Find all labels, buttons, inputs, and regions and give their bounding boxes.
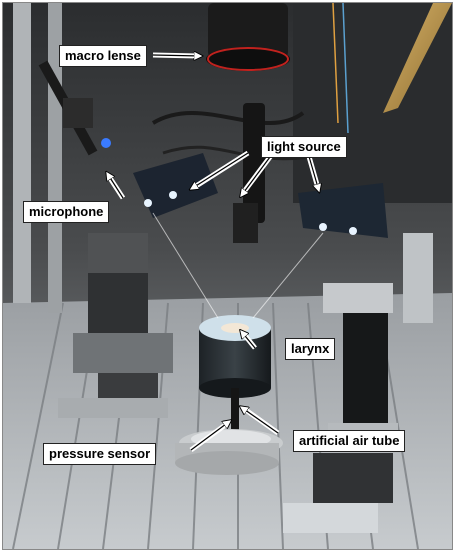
label-artificial-air-tube: artificial air tube — [293, 430, 406, 452]
label-pressure-sensor: pressure sensor — [43, 443, 157, 465]
label-macro-lense: macro lense — [59, 45, 147, 67]
label-microphone: microphone — [23, 201, 110, 223]
label-light-source: light source — [261, 136, 347, 158]
label-larynx: larynx — [285, 338, 336, 360]
lab-setup-photo — [3, 3, 452, 549]
